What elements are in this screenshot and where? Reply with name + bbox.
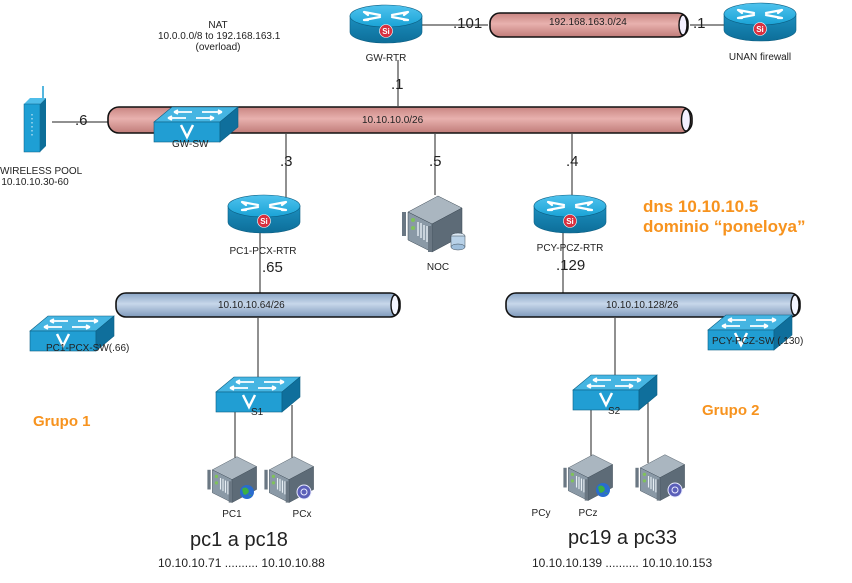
router-gw-rtr-icon[interactable]: [348, 3, 424, 45]
gw-sw-label: GW-SW: [172, 139, 209, 150]
group1-pcs: pc1 a pc18: [190, 529, 288, 551]
dns-note: dns 10.10.10.5 dominio “poneloya”: [643, 197, 805, 237]
pipe-wan: [489, 12, 689, 38]
pcy-label: PCy: [531, 508, 551, 519]
wireless-range: 10.10.10.30-60: [1, 177, 69, 188]
iface-rtr1-lan: .65: [262, 259, 283, 276]
network-wan-label: 192.168.163.0/24: [549, 17, 627, 28]
pipe-core: [107, 106, 693, 134]
group2-range: 10.10.10.139 .......... 10.10.10.153: [532, 556, 713, 570]
pcy-pcz-sw-label: PCY-PCZ-SW (.130): [712, 336, 804, 347]
dns-line2: dominio “poneloya”: [643, 217, 806, 236]
server-noc-icon[interactable]: [401, 195, 466, 253]
iface-wireless-core: .6: [75, 112, 88, 129]
group1-range: 10.10.10.71 .......... 10.10.10.88: [158, 556, 325, 570]
pcz-label: PCz: [578, 508, 598, 519]
router-pc1-pcx-rtr-icon[interactable]: [226, 193, 302, 235]
network-lan1-label: 10.10.10.64/26: [218, 300, 285, 311]
iface-fw-wan: .1: [693, 15, 706, 32]
pc1-icon[interactable]: [206, 456, 258, 504]
s1-label: S1: [251, 407, 264, 418]
router-unan-firewall-icon[interactable]: [722, 1, 798, 43]
network-core-label: 10.10.10.0/26: [362, 115, 424, 126]
pcz-icon[interactable]: [634, 454, 686, 502]
iface-rtr2-lan: .129: [556, 257, 586, 274]
pc1-pcx-rtr-label: PC1-PCX-RTR: [229, 246, 297, 257]
nat-note: NAT 10.0.0.0/8 to 192.168.163.1 (overloa…: [158, 20, 281, 53]
group1-label: Grupo 1: [33, 413, 91, 430]
pipe-lan2: [505, 292, 801, 318]
nat-mode: (overload): [195, 42, 241, 53]
dns-line1: dns 10.10.10.5: [643, 197, 759, 216]
pipe-lan1: [115, 292, 401, 318]
pc1-pcx-sw-label: PC1-PCX-SW(.66): [46, 343, 130, 354]
pcy-pcz-rtr-label: PCY-PCZ-RTR: [536, 243, 604, 254]
noc-label: NOC: [426, 262, 450, 273]
wireless-pool-label: WIRELESS POOL 10.10.10.30-60: [0, 166, 83, 188]
iface-gw-core: .1: [391, 76, 404, 93]
network-lan2-label: 10.10.10.128/26: [606, 300, 679, 311]
wireless-name: WIRELESS POOL: [0, 166, 83, 177]
s2-label: S2: [608, 406, 621, 417]
iface-rtr2-core: .4: [566, 153, 579, 170]
pcx-label: PCx: [292, 509, 312, 520]
nat-rule: 10.0.0.0/8 to 192.168.163.1: [158, 31, 281, 42]
group2-label: Grupo 2: [702, 402, 760, 419]
router-pcy-pcz-rtr-icon[interactable]: [532, 193, 608, 235]
wireless-ap-icon[interactable]: [23, 86, 46, 153]
pc1-label: PC1: [222, 509, 242, 520]
group2-pcs: pc19 a pc33: [568, 527, 677, 549]
switch-s2-icon[interactable]: [571, 373, 659, 412]
switch-gw-sw-icon[interactable]: [152, 105, 240, 144]
nat-title: NAT: [208, 20, 228, 31]
unan-firewall-label: UNAN firewall: [728, 52, 792, 63]
pcy-icon[interactable]: [562, 454, 614, 502]
iface-noc-core: .5: [429, 153, 442, 170]
pcx-icon[interactable]: [263, 456, 315, 504]
iface-gw-wan: .101: [453, 15, 483, 32]
iface-rtr1-core: .3: [280, 153, 293, 170]
gw-rtr-label: GW-RTR: [365, 53, 407, 64]
